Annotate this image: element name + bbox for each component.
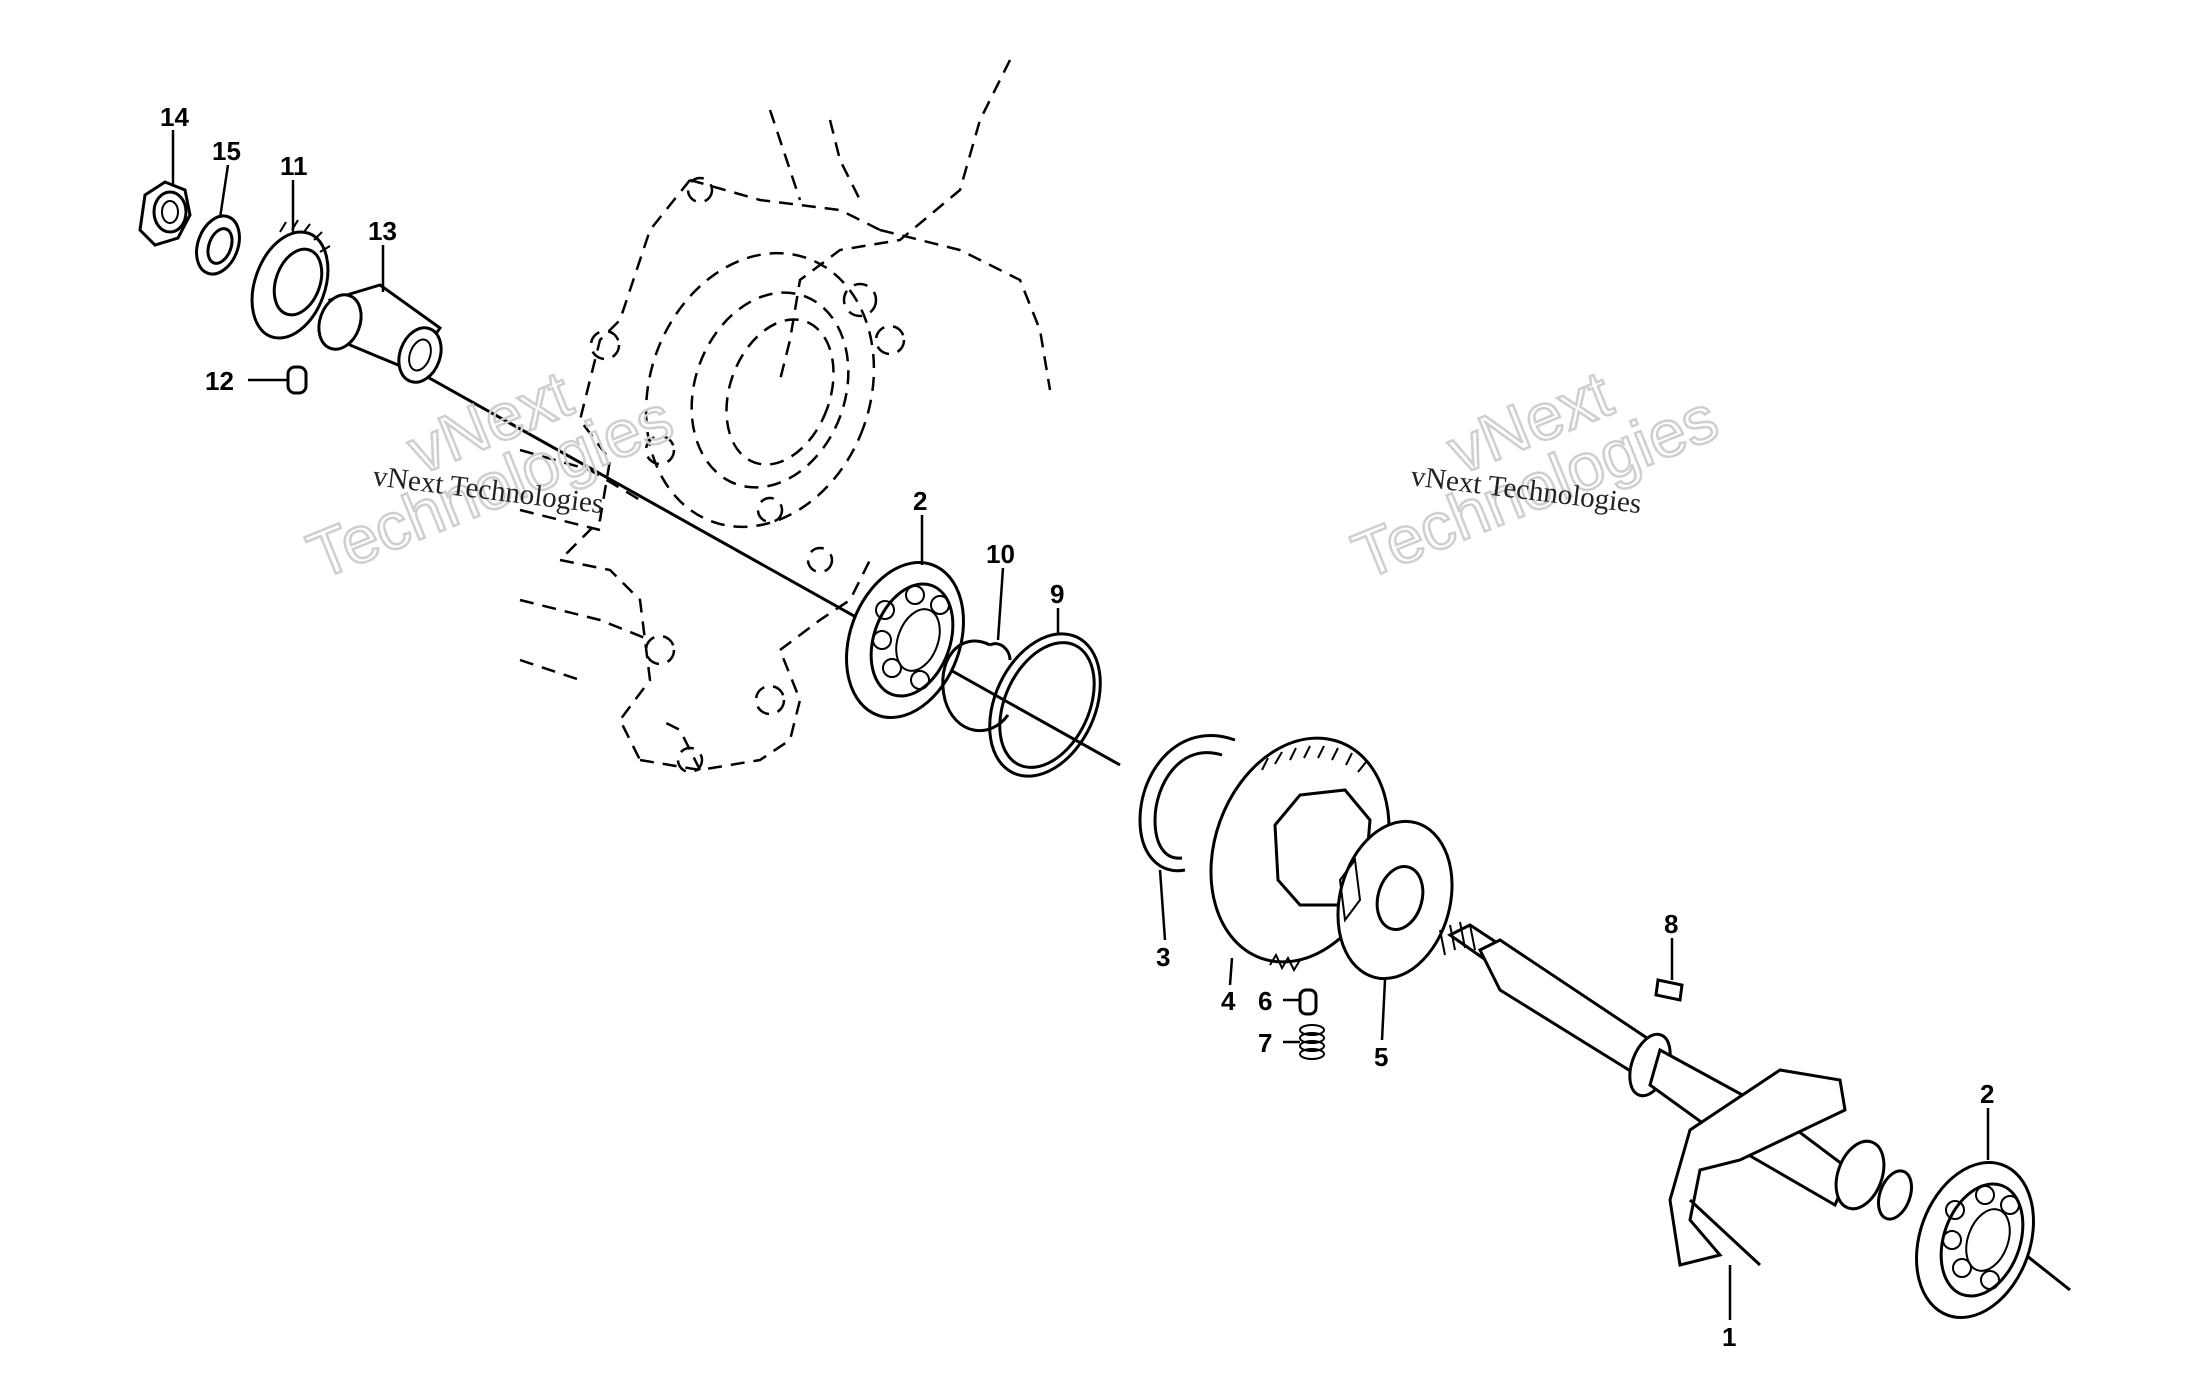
callout-3: 3 — [1156, 942, 1170, 972]
callout-7: 7 — [1258, 1028, 1272, 1058]
callout-labels: 14 15 11 13 12 2 10 9 3 4 6 7 5 8 2 1 — [160, 102, 1994, 1352]
watermark-left: vNext Technologies vNext Technologies — [296, 355, 683, 594]
part-2-bearing-lower — [1915, 1161, 2035, 1319]
callout-1: 1 — [1722, 1322, 1736, 1352]
callout-2-upper: 2 — [913, 486, 927, 516]
part-12-pin — [286, 365, 308, 395]
part-8-woodruff-key — [1654, 978, 1684, 1002]
part-13-sleeve — [317, 283, 443, 384]
callout-8: 8 — [1664, 909, 1678, 939]
callout-5: 5 — [1374, 1042, 1388, 1072]
part-6-small-pin — [1298, 988, 1318, 1016]
part-9-o-ring — [988, 632, 1102, 778]
callout-15: 15 — [212, 136, 241, 166]
shaft-axis-line — [414, 368, 1121, 767]
callout-4: 4 — [1221, 986, 1236, 1016]
part-11-bevel-gear — [250, 219, 331, 340]
callout-10: 10 — [986, 539, 1015, 569]
callout-2-lower: 2 — [1980, 1079, 1994, 1109]
callout-11: 11 — [280, 151, 308, 181]
callout-6: 6 — [1258, 986, 1272, 1016]
part-2-bearing-upper — [845, 561, 965, 719]
callout-12: 12 — [205, 366, 234, 396]
callout-14: 14 — [160, 102, 189, 132]
watermark-right: vNext Technologies vNext Technologies — [1341, 355, 1728, 594]
part-15-washer — [195, 214, 241, 276]
leader-lines — [171, 130, 1990, 1320]
part-5-thrust-washer — [1336, 819, 1454, 981]
callout-13: 13 — [368, 216, 397, 246]
part-10-circlip — [941, 639, 1012, 732]
part-14-nut — [138, 180, 192, 247]
engine-housing-outline — [519, 59, 1052, 774]
callout-9: 9 — [1050, 579, 1064, 609]
part-7-spring — [1299, 1024, 1325, 1060]
part-3-shim-ring — [1138, 734, 1236, 873]
part-1-crankshaft — [1439, 921, 1913, 1267]
